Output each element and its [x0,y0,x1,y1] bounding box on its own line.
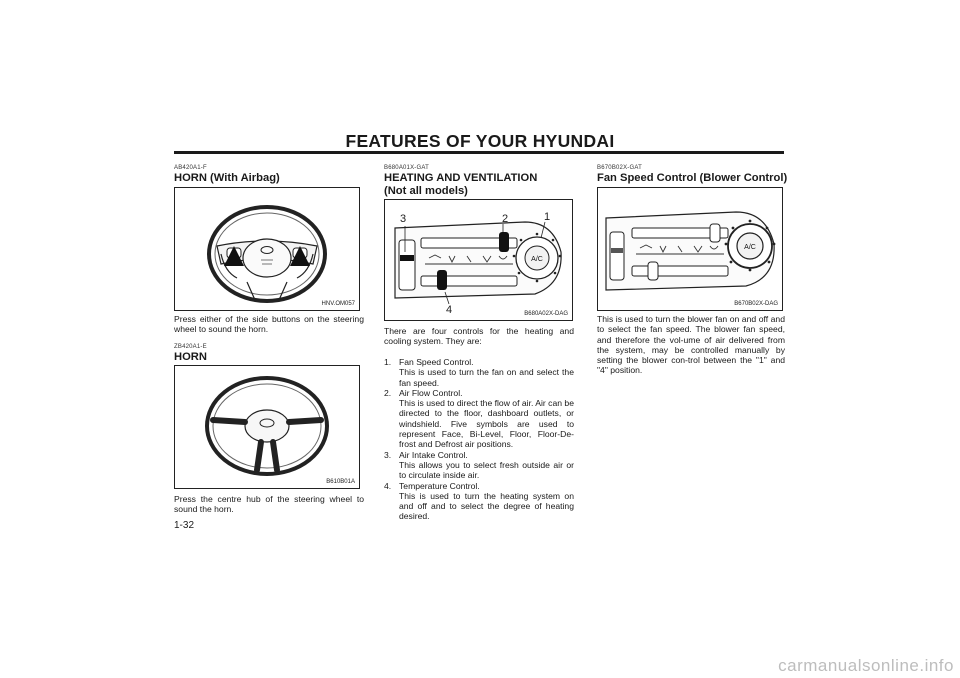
horn-wheel-figure: B610B01A [174,365,360,489]
ac-label: A/C [744,244,756,251]
heating-intro: There are four controls for the heating … [384,326,574,347]
airbag-figure-code: HNV.OM057 [321,301,355,307]
heating-code: B680A01X-GAT [384,165,429,171]
airbag-horn-code: AB420A1-F [174,165,207,171]
callout-2: 2 [502,213,508,225]
list-item: 2. Air Flow Control. This is used to dir… [384,388,574,450]
list-item-title: Air Intake Control. [399,449,468,460]
horn-heading: HORN [174,351,207,363]
steering-wheel-illustration [205,376,329,476]
heating-controls-figure: A/C 3 2 1 4 B680A02X-DAG [384,199,573,321]
horn-text: Press the centre hub of the steering whe… [174,494,364,515]
airbag-horn-heading: HORN (With Airbag) [174,172,280,184]
callout-3: 3 [400,213,406,225]
watermark: carmanualsonline.info [778,656,954,675]
callout-1: 1 [544,211,550,223]
blower-control-illustration: A/C [605,211,776,291]
list-item-description: This is used to direct the flow of air. … [399,398,574,450]
list-item-number: 3. [384,449,392,460]
list-item-number: 2. [384,387,392,398]
heating-heading-line1: HEATING AND VENTILATION [384,172,538,184]
airbag-horn-text: Press either of the side buttons on the … [174,314,364,335]
fan-speed-code: B670B02X-GAT [597,165,642,171]
air-intake-knob [400,255,414,261]
horn-figure-code: B610B01A [326,479,355,485]
heating-heading-line2: (Not all models) [384,185,468,197]
heating-controls-list: 1. Fan Speed Control. This is used to tu… [384,357,574,522]
list-item: 3. Air Intake Control. This allows you t… [384,450,574,481]
list-item-title: Air Flow Control. [399,387,463,398]
fan-speed-heading: Fan Speed Control (Blower Control) [597,172,788,184]
heating-control-panel-illustration: A/C 3 2 1 4 [394,211,562,316]
ac-label: A/C [531,256,543,263]
list-item-title: Fan Speed Control. [399,357,474,367]
page-number: 1-32 [174,520,195,531]
list-item-number: 4. [384,480,392,491]
list-item: 4. Temperature Control. This is used to … [384,481,574,522]
list-item-description: This allows you to select fresh outside … [399,459,574,481]
list-item-description: This is used to turn the fan on and sele… [399,367,574,388]
temperature-lever [437,270,447,290]
list-item: 1. Fan Speed Control. This is used to tu… [384,357,574,388]
list-item-number: 1. [384,357,392,367]
list-item-description: This is used to turn the heating system … [399,490,574,522]
fan-speed-figure: A/C B670B02X-DAG [597,187,783,311]
airbag-steering-wheel-illustration [207,205,327,303]
fan-speed-text: This is used to turn the blower fan on a… [597,314,785,376]
heating-figure-code: B680A02X-DAG [524,311,568,317]
fan-speed-figure-code: B670B02X-DAG [734,301,778,307]
horn-code: ZB420A1-E [174,344,207,350]
airbag-wheel-figure: HNV.OM057 [174,187,360,311]
air-flow-lever [499,232,509,252]
header-rule [174,151,784,154]
page-title: FEATURES OF YOUR HYUNDAI [345,131,615,151]
callout-4: 4 [446,304,452,316]
list-item-title: Temperature Control. [399,480,480,491]
